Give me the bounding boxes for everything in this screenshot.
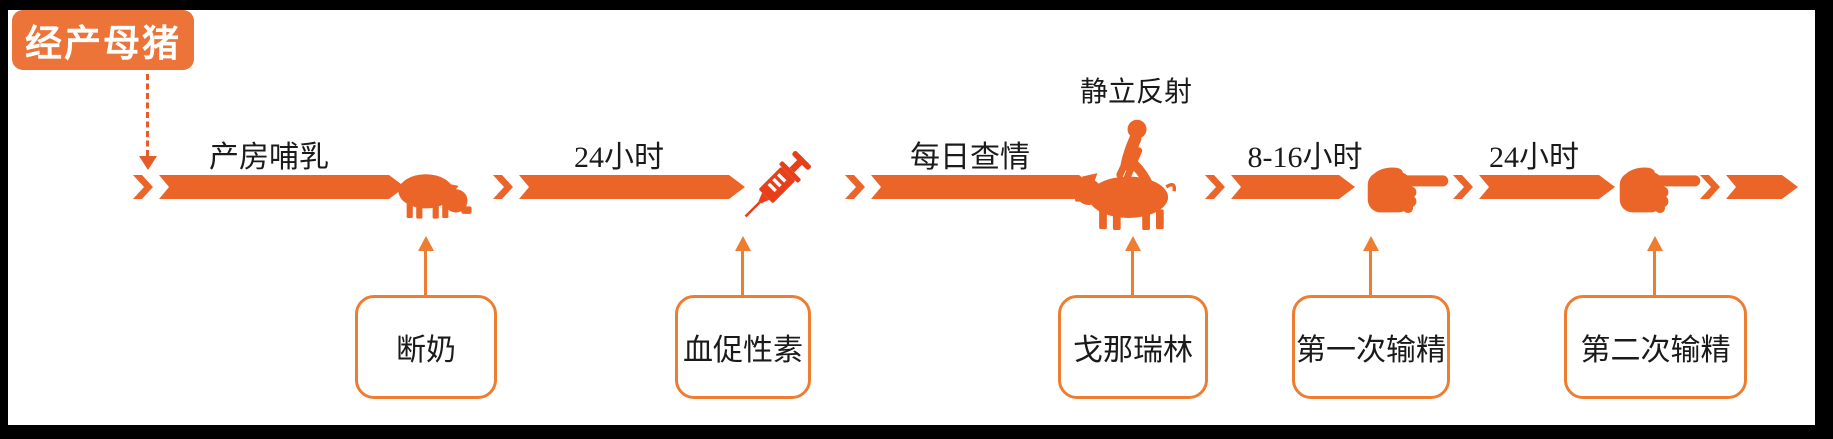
segment-tail-chevron-icon [1205, 175, 1225, 199]
timeline-segment-2 [493, 175, 745, 199]
callout-gonadorelin: 戈那瑞林 [1058, 295, 1208, 399]
segment-label-daily-heat-check: 每日查情 [910, 141, 1030, 174]
start-node-label: 经产母猪 [25, 23, 181, 64]
callout-pmsg: 血促性素 [675, 295, 811, 399]
segment-arrow-icon [871, 175, 1095, 199]
segment-arrow-icon [1479, 175, 1615, 199]
segment-arrow-icon [1726, 175, 1798, 199]
syringe-icon [734, 148, 814, 228]
timeline-segment-5 [1453, 175, 1615, 199]
callout-second-insemination: 第二次输精 [1564, 295, 1747, 399]
callout-label: 戈那瑞林 [1073, 334, 1193, 367]
callout-arrow-line [1131, 251, 1134, 297]
callout-label: 第一次输精 [1296, 334, 1446, 367]
callout-arrow-line [424, 251, 427, 297]
timeline-segment-1 [133, 175, 405, 199]
segment-tail-chevron-icon [845, 175, 865, 199]
segment-arrow-icon [519, 175, 745, 199]
segment-label-24h-2: 24小时 [1489, 141, 1579, 174]
dashed-connector-line [146, 74, 149, 156]
callout-arrowhead-icon [418, 236, 434, 251]
start-node: 经产母猪 [12, 10, 194, 70]
segment-arrow-icon [1231, 175, 1355, 199]
callout-weaning: 断奶 [355, 295, 497, 399]
callout-arrow-line [1369, 251, 1372, 297]
sow-back-pressure-test-icon [1073, 118, 1189, 230]
segment-tail-chevron-icon [1453, 175, 1473, 199]
callout-arrowhead-icon [1363, 236, 1379, 251]
callout-arrowhead-icon [735, 236, 751, 251]
diagram-canvas: 经产母猪 产房哺乳 24小时 每日查情 8-16小时 24小时 静立反射 [8, 10, 1815, 425]
pointing-hand-icon [1618, 162, 1702, 214]
pig-eating-icon [393, 160, 475, 220]
segment-label-24h: 24小时 [574, 141, 664, 174]
pointing-hand-icon [1366, 162, 1450, 214]
standing-reflex-label: 静立反射 [1079, 76, 1192, 107]
timeline-segment-3 [845, 175, 1095, 199]
segment-tail-chevron-icon [133, 175, 153, 199]
segment-label-8-16h: 8-16小时 [1247, 141, 1363, 174]
segment-tail-chevron-icon [1700, 175, 1720, 199]
timeline-segment-4 [1205, 175, 1355, 199]
callout-arrowhead-icon [1125, 236, 1141, 251]
segment-arrow-icon [159, 175, 405, 199]
timeline-segment-6 [1700, 175, 1798, 199]
callout-arrow-line [1653, 251, 1656, 297]
segment-tail-chevron-icon [493, 175, 513, 199]
callout-first-insemination: 第一次输精 [1292, 295, 1450, 399]
callout-label: 血促性素 [683, 334, 803, 367]
callout-label: 断奶 [396, 334, 456, 367]
dashed-connector-arrowhead-icon [139, 156, 157, 170]
callout-arrow-line [741, 251, 744, 297]
callout-label: 第二次输精 [1580, 334, 1731, 367]
segment-label-lactation: 产房哺乳 [209, 141, 329, 174]
callout-arrowhead-icon [1647, 236, 1663, 251]
